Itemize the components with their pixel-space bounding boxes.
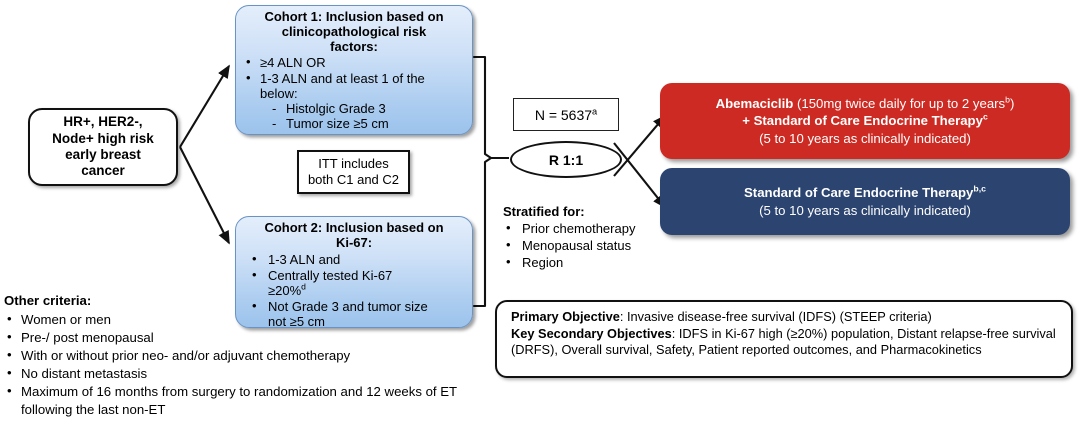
stratification-title: Stratified for: [503, 204, 585, 219]
abemaciclib-arm-combo-line: + Standard of Care Endocrine Therapyc [742, 112, 988, 129]
cohort2-criterion-1: 1-3 ALN and [244, 251, 464, 267]
control-arm-treatment-line: Standard of Care Endocrine Therapyb,c [744, 183, 986, 201]
randomization-label: R 1:1 [548, 151, 584, 168]
cohort1-subcriterion-1: Histolgic Grade 3 [260, 101, 464, 116]
abemaciclib-arm-duration: (5 to 10 years as clinically indicated) [759, 130, 971, 146]
randomization-node: R 1:1 [510, 141, 622, 178]
enrollment-box: N = 5637a [513, 98, 619, 131]
stratification-item: Menopausal status [503, 236, 683, 254]
stratification-block: Stratified for: Prior chemotherapy Menop… [503, 203, 683, 272]
other-criteria-item: Maximum of 16 months from surgery to ran… [4, 382, 484, 419]
other-criteria-item: Pre-/ post menopausal [4, 328, 484, 347]
cohort1-criteria-list: ≥4 ALN OR 1-3 ALN and at least 1 of theb… [244, 54, 464, 132]
arrow-randomization-to-control [613, 142, 667, 209]
arrow-randomization-to-abemaciclib [613, 114, 667, 177]
secondary-objective-text: : IDFS in Ki-67 high (≥20%) population, … [511, 325, 1056, 358]
secondary-objective-line: Key Secondary Objectives: IDFS in Ki-67 … [511, 326, 1059, 359]
cohort1-subcriterion-2: Tumor size ≥5 cm [260, 116, 464, 131]
arrow-population-to-cohort1 [179, 64, 230, 148]
stratification-item: Prior chemotherapy [503, 219, 683, 237]
abemaciclib-dose: (150mg twice daily for up to 2 yearsb) [796, 94, 1015, 112]
arrow-population-to-cohort2 [179, 146, 230, 245]
abemaciclib-drug-name: Abemaciclib [715, 96, 794, 112]
cohort2-criterion-2: Centrally tested Ki-67≥20%d [244, 267, 464, 298]
other-criteria-list: Women or men Pre-/ post menopausal With … [4, 310, 484, 419]
other-criteria-title: Other criteria: [4, 293, 92, 308]
control-arm-duration: (5 to 10 years as clinically indicated) [759, 202, 971, 218]
other-criteria-block: Other criteria: Women or men Pre-/ post … [4, 292, 484, 419]
cohort2-footnote-marker: d [301, 281, 306, 292]
secondary-objective-label: Key Secondary Objectives [511, 325, 672, 341]
stratification-item: Region [503, 253, 683, 271]
bracket-cohorts-to-randomization [472, 55, 493, 308]
objectives-box: Primary Objective: Invasive disease-free… [495, 300, 1073, 378]
primary-objective-line: Primary Objective: Invasive disease-free… [511, 309, 1059, 326]
enrollment-label: N = 5637a [534, 105, 598, 123]
stratification-list: Prior chemotherapy Menopausal status Reg… [503, 219, 683, 271]
control-arm-footnote-marker: b,c [973, 183, 986, 194]
other-criteria-item: Women or men [4, 310, 484, 329]
other-criteria-item: With or without prior neo- and/or adjuva… [4, 346, 484, 365]
primary-objective-label: Primary Objective [511, 309, 620, 324]
abemaciclib-arm-box: Abemaciclib (150mg twice daily for up to… [660, 83, 1070, 159]
enrollment-footnote-marker: a [592, 105, 598, 116]
control-arm-box: Standard of Care Endocrine Therapyb,c (5… [660, 168, 1070, 235]
primary-objective-text: : Invasive disease-free survival (IDFS) … [619, 309, 932, 324]
abemaciclib-dose-footnote-marker: b [1005, 94, 1010, 105]
cohort1-subcriteria-list: Histolgic Grade 3 Tumor size ≥5 cm [260, 101, 464, 132]
abemaciclib-arm-drug-line: Abemaciclib (150mg twice daily for up to… [716, 95, 1015, 112]
other-criteria-item: No distant metastasis [4, 364, 484, 383]
abemaciclib-combo-footnote-marker: c [982, 112, 988, 123]
cohort1-criterion-1: ≥4 ALN OR [244, 54, 464, 70]
